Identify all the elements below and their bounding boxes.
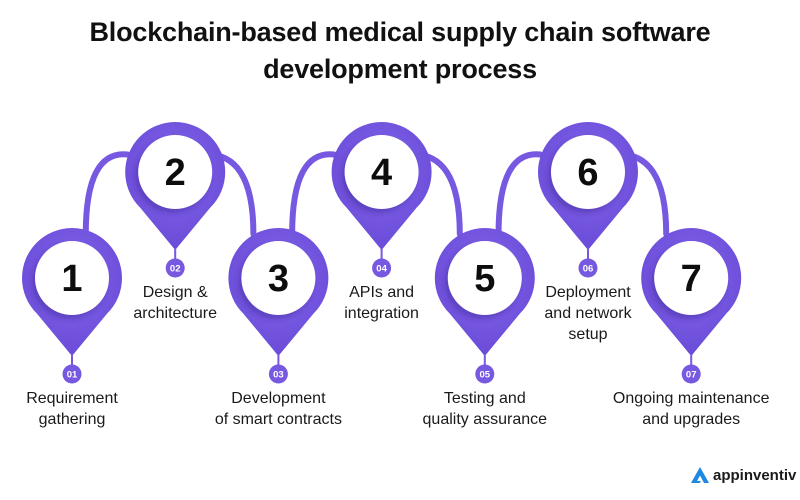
step-badge — [578, 258, 598, 278]
pin-inner-circle — [344, 135, 419, 209]
step-number: 4 — [371, 152, 392, 194]
pin-inner-circle — [241, 241, 316, 315]
logo-text: appinventiv — [713, 466, 797, 484]
step-label-line: Ongoing maintenance — [612, 390, 770, 407]
title-line-2: development process — [263, 54, 537, 84]
step-label-4: APIs and integration — [282, 282, 482, 324]
step-number: 6 — [577, 152, 598, 194]
step-pin-7: 7 07 — [641, 228, 742, 384]
pin-inner-circle — [35, 241, 109, 315]
step-label-line: APIs and — [349, 284, 415, 301]
step-pin-5: 5 05 — [434, 228, 535, 384]
connector-arc — [82, 151, 131, 237]
step-label-line: Testing and — [443, 390, 526, 407]
pin-inner-circle — [551, 135, 625, 209]
step-label-line: integration — [344, 305, 419, 322]
step-number: 5 — [474, 258, 495, 300]
step-badge-text: 02 — [170, 264, 181, 275]
page-title: Blockchain-based medical supply chain so… — [0, 14, 800, 88]
step-label-line: architecture — [133, 305, 217, 322]
step-label-7: Ongoing maintenance and upgrades — [591, 388, 791, 430]
step-label-line: setup — [568, 326, 608, 343]
pin-inner-circle — [447, 241, 522, 315]
step-label-2: Design & architecture — [75, 282, 275, 324]
step-label-line: Deployment — [545, 284, 631, 301]
step-badge — [372, 258, 392, 278]
step-label-line: and upgrades — [642, 411, 741, 428]
step-pin-1: 1 01 — [21, 228, 122, 384]
step-badge-text: 03 — [273, 370, 284, 381]
step-badge-text: 01 — [67, 370, 78, 381]
step-number: 3 — [268, 258, 289, 300]
step-badge — [165, 258, 185, 278]
connector-arc — [495, 151, 544, 237]
step-label-line: and network — [544, 305, 632, 322]
step-number: 1 — [61, 258, 82, 300]
step-badge-text: 04 — [376, 264, 387, 275]
step-pin-4: 4 04 — [331, 122, 432, 278]
pin-inner-circle — [654, 241, 729, 315]
step-badge-text: 05 — [480, 370, 491, 381]
title-line-1: Blockchain-based medical supply chain so… — [89, 17, 711, 47]
step-badge-text: 07 — [686, 370, 697, 381]
step-label-5: Testing and quality assurance — [385, 388, 585, 430]
step-label-line: Development — [231, 390, 326, 407]
step-number: 2 — [165, 152, 186, 194]
connector-arc — [289, 151, 338, 237]
step-badge — [681, 364, 701, 384]
step-number: 7 — [681, 258, 702, 300]
step-badge — [475, 364, 495, 384]
step-label-line: Design & — [142, 284, 208, 301]
brand-logo: appinventiv — [690, 466, 796, 484]
step-pin-2: 2 02 — [125, 121, 226, 278]
step-label-6: Deployment and network setup — [488, 282, 688, 345]
step-badge — [62, 364, 82, 384]
pin-inner-circle — [138, 135, 213, 209]
step-badge — [268, 364, 288, 384]
step-pin-3: 3 03 — [228, 228, 329, 384]
step-label-line: quality assurance — [422, 411, 548, 428]
step-label-line: gathering — [38, 411, 106, 428]
appinventiv-logo-icon — [691, 467, 709, 483]
step-label-line: of smart contracts — [214, 411, 342, 428]
step-pin-6: 6 06 — [538, 122, 638, 278]
step-label-3: Development of smart contracts — [178, 388, 378, 430]
step-badge-text: 06 — [583, 264, 594, 275]
step-label-line: Requirement — [26, 390, 118, 407]
step-label-1: Requirement gathering — [0, 388, 172, 430]
